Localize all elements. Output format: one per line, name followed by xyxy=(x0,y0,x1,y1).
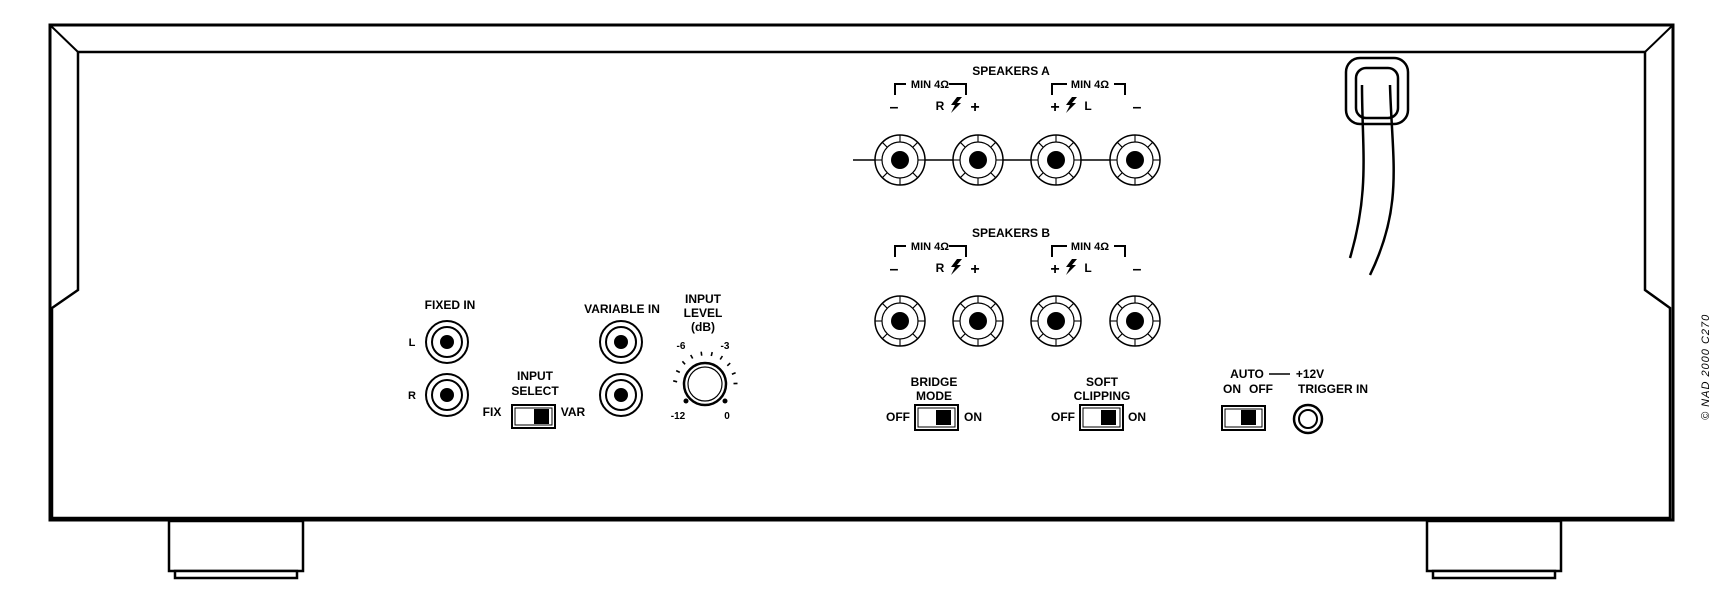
input-level-min-dot xyxy=(683,398,689,404)
speakers-b-right-bracket xyxy=(894,245,967,257)
right-foot xyxy=(1425,519,1563,580)
speakers-b-l-plus: + xyxy=(1050,261,1059,278)
speakers-b-r-plus-terminal[interactable] xyxy=(952,295,1004,347)
speakers-b-l-plus-terminal[interactable] xyxy=(1030,295,1082,347)
input-level-max-dot xyxy=(722,398,728,404)
soft-clipping-section: SOFT CLIPPING OFF ON xyxy=(1051,375,1146,431)
variable-in-section: VARIABLE IN xyxy=(584,302,660,417)
speakers-b-l-label: L xyxy=(1084,261,1091,275)
speakers-a-r-label: R xyxy=(936,99,945,113)
left-foot xyxy=(167,519,305,580)
speakers-a-r-bolt-icon xyxy=(951,97,962,113)
speakers-b-r-label: R xyxy=(936,261,945,275)
input-level-mark-minus12: -12 xyxy=(671,411,686,422)
soft-clipping-on-label: ON xyxy=(1128,410,1146,424)
fixed-in-title: FIXED IN xyxy=(425,298,476,312)
speakers-b-l-minus: – xyxy=(1133,261,1142,278)
input-select-title-2: SELECT xyxy=(511,384,559,398)
input-level-mark-0: 0 xyxy=(724,411,730,422)
fixed-in-section: FIXED IN L R xyxy=(408,298,476,417)
speakers-b-min-left: MIN 4Ω xyxy=(1071,241,1109,253)
variable-in-title: VARIABLE IN xyxy=(584,302,660,316)
input-select-title-1: INPUT xyxy=(517,369,554,383)
speakers-a-right-bracket xyxy=(894,83,967,95)
speakers-a-section: SPEAKERS A MIN 4Ω MIN 4Ω – R + + L – xyxy=(853,64,1161,186)
input-select-var-label: VAR xyxy=(561,405,586,419)
speakers-a-r-minus-terminal[interactable] xyxy=(874,134,926,186)
auto-switch[interactable] xyxy=(1221,405,1266,431)
fixed-in-r-label: R xyxy=(408,390,416,402)
speakers-b-r-bolt-icon xyxy=(951,259,962,275)
input-level-section: INPUT LEVEL (dB) -6 -3 -12 0 xyxy=(671,292,738,422)
auto-off-label: OFF xyxy=(1249,382,1273,396)
fixed-in-l-label: L xyxy=(409,337,416,349)
speakers-a-r-plus-terminal[interactable] xyxy=(952,134,1004,186)
input-select-switch[interactable] xyxy=(511,404,556,429)
bridge-mode-title-1: BRIDGE xyxy=(911,375,958,389)
bridge-mode-switch[interactable] xyxy=(914,404,959,431)
trigger-in-jack[interactable] xyxy=(1292,403,1324,435)
speakers-a-min-right: MIN 4Ω xyxy=(911,79,949,91)
soft-clipping-switch[interactable] xyxy=(1079,404,1124,431)
trigger-in-title: TRIGGER IN xyxy=(1298,382,1368,396)
speakers-b-min-right: MIN 4Ω xyxy=(911,241,949,253)
trigger-voltage-label: +12V xyxy=(1296,367,1324,381)
input-level-mark-minus3: -3 xyxy=(721,341,730,352)
power-cord xyxy=(1344,56,1410,276)
speakers-a-min-left: MIN 4Ω xyxy=(1071,79,1109,91)
speakers-a-title: SPEAKERS A xyxy=(972,64,1050,78)
input-level-mark-minus6: -6 xyxy=(677,341,686,352)
speakers-a-left-bracket xyxy=(1051,83,1126,95)
bridge-mode-off-label: OFF xyxy=(886,410,910,424)
soft-clipping-off-label: OFF xyxy=(1051,410,1075,424)
speakers-a-l-label: L xyxy=(1084,99,1091,113)
bridge-mode-section: BRIDGE MODE OFF ON xyxy=(886,375,982,431)
copyright-notice: © NAD 2000 C270 xyxy=(1700,313,1712,420)
speakers-a-l-minus: – xyxy=(1133,99,1142,116)
speakers-a-l-plus: + xyxy=(1050,99,1059,116)
speakers-a-r-minus: – xyxy=(890,99,899,116)
input-select-section: INPUT SELECT FIX VAR xyxy=(483,369,586,429)
auto-trigger-section: AUTO +12V ON OFF TRIGGER IN xyxy=(1221,367,1368,435)
soft-clipping-title-1: SOFT xyxy=(1086,375,1119,389)
bridge-mode-title-2: MODE xyxy=(916,389,952,403)
speakers-b-l-minus-terminal[interactable] xyxy=(1109,295,1161,347)
chassis-outline xyxy=(48,23,1675,522)
speakers-a-r-plus: + xyxy=(970,99,979,116)
input-level-title-2: LEVEL xyxy=(684,306,723,320)
speakers-b-left-bracket xyxy=(1051,245,1126,257)
variable-in-r-jack[interactable] xyxy=(599,373,643,417)
speakers-b-r-minus: – xyxy=(890,261,899,278)
speakers-a-l-bolt-icon xyxy=(1066,97,1077,113)
speakers-b-r-minus-terminal[interactable] xyxy=(874,295,926,347)
auto-label: AUTO xyxy=(1230,367,1264,381)
speakers-b-l-bolt-icon xyxy=(1066,259,1077,275)
speakers-a-l-minus-terminal[interactable] xyxy=(1109,134,1161,186)
input-level-title-3: (dB) xyxy=(691,320,715,334)
speakers-b-section: SPEAKERS B MIN 4Ω MIN 4Ω – R + + L – xyxy=(874,226,1161,347)
input-select-fix-label: FIX xyxy=(483,405,502,419)
auto-on-label: ON xyxy=(1223,382,1241,396)
input-level-knob[interactable] xyxy=(682,361,728,407)
soft-clipping-title-2: CLIPPING xyxy=(1074,389,1131,403)
speakers-b-title: SPEAKERS B xyxy=(972,226,1050,240)
input-level-title-1: INPUT xyxy=(685,292,722,306)
fixed-in-r-jack[interactable] xyxy=(425,373,469,417)
bridge-mode-on-label: ON xyxy=(964,410,982,424)
fixed-in-l-jack[interactable] xyxy=(425,320,469,364)
variable-in-l-jack[interactable] xyxy=(599,320,643,364)
input-level-scale-ticks xyxy=(673,351,738,385)
speakers-a-l-plus-terminal[interactable] xyxy=(1030,134,1082,186)
speakers-b-r-plus: + xyxy=(970,261,979,278)
